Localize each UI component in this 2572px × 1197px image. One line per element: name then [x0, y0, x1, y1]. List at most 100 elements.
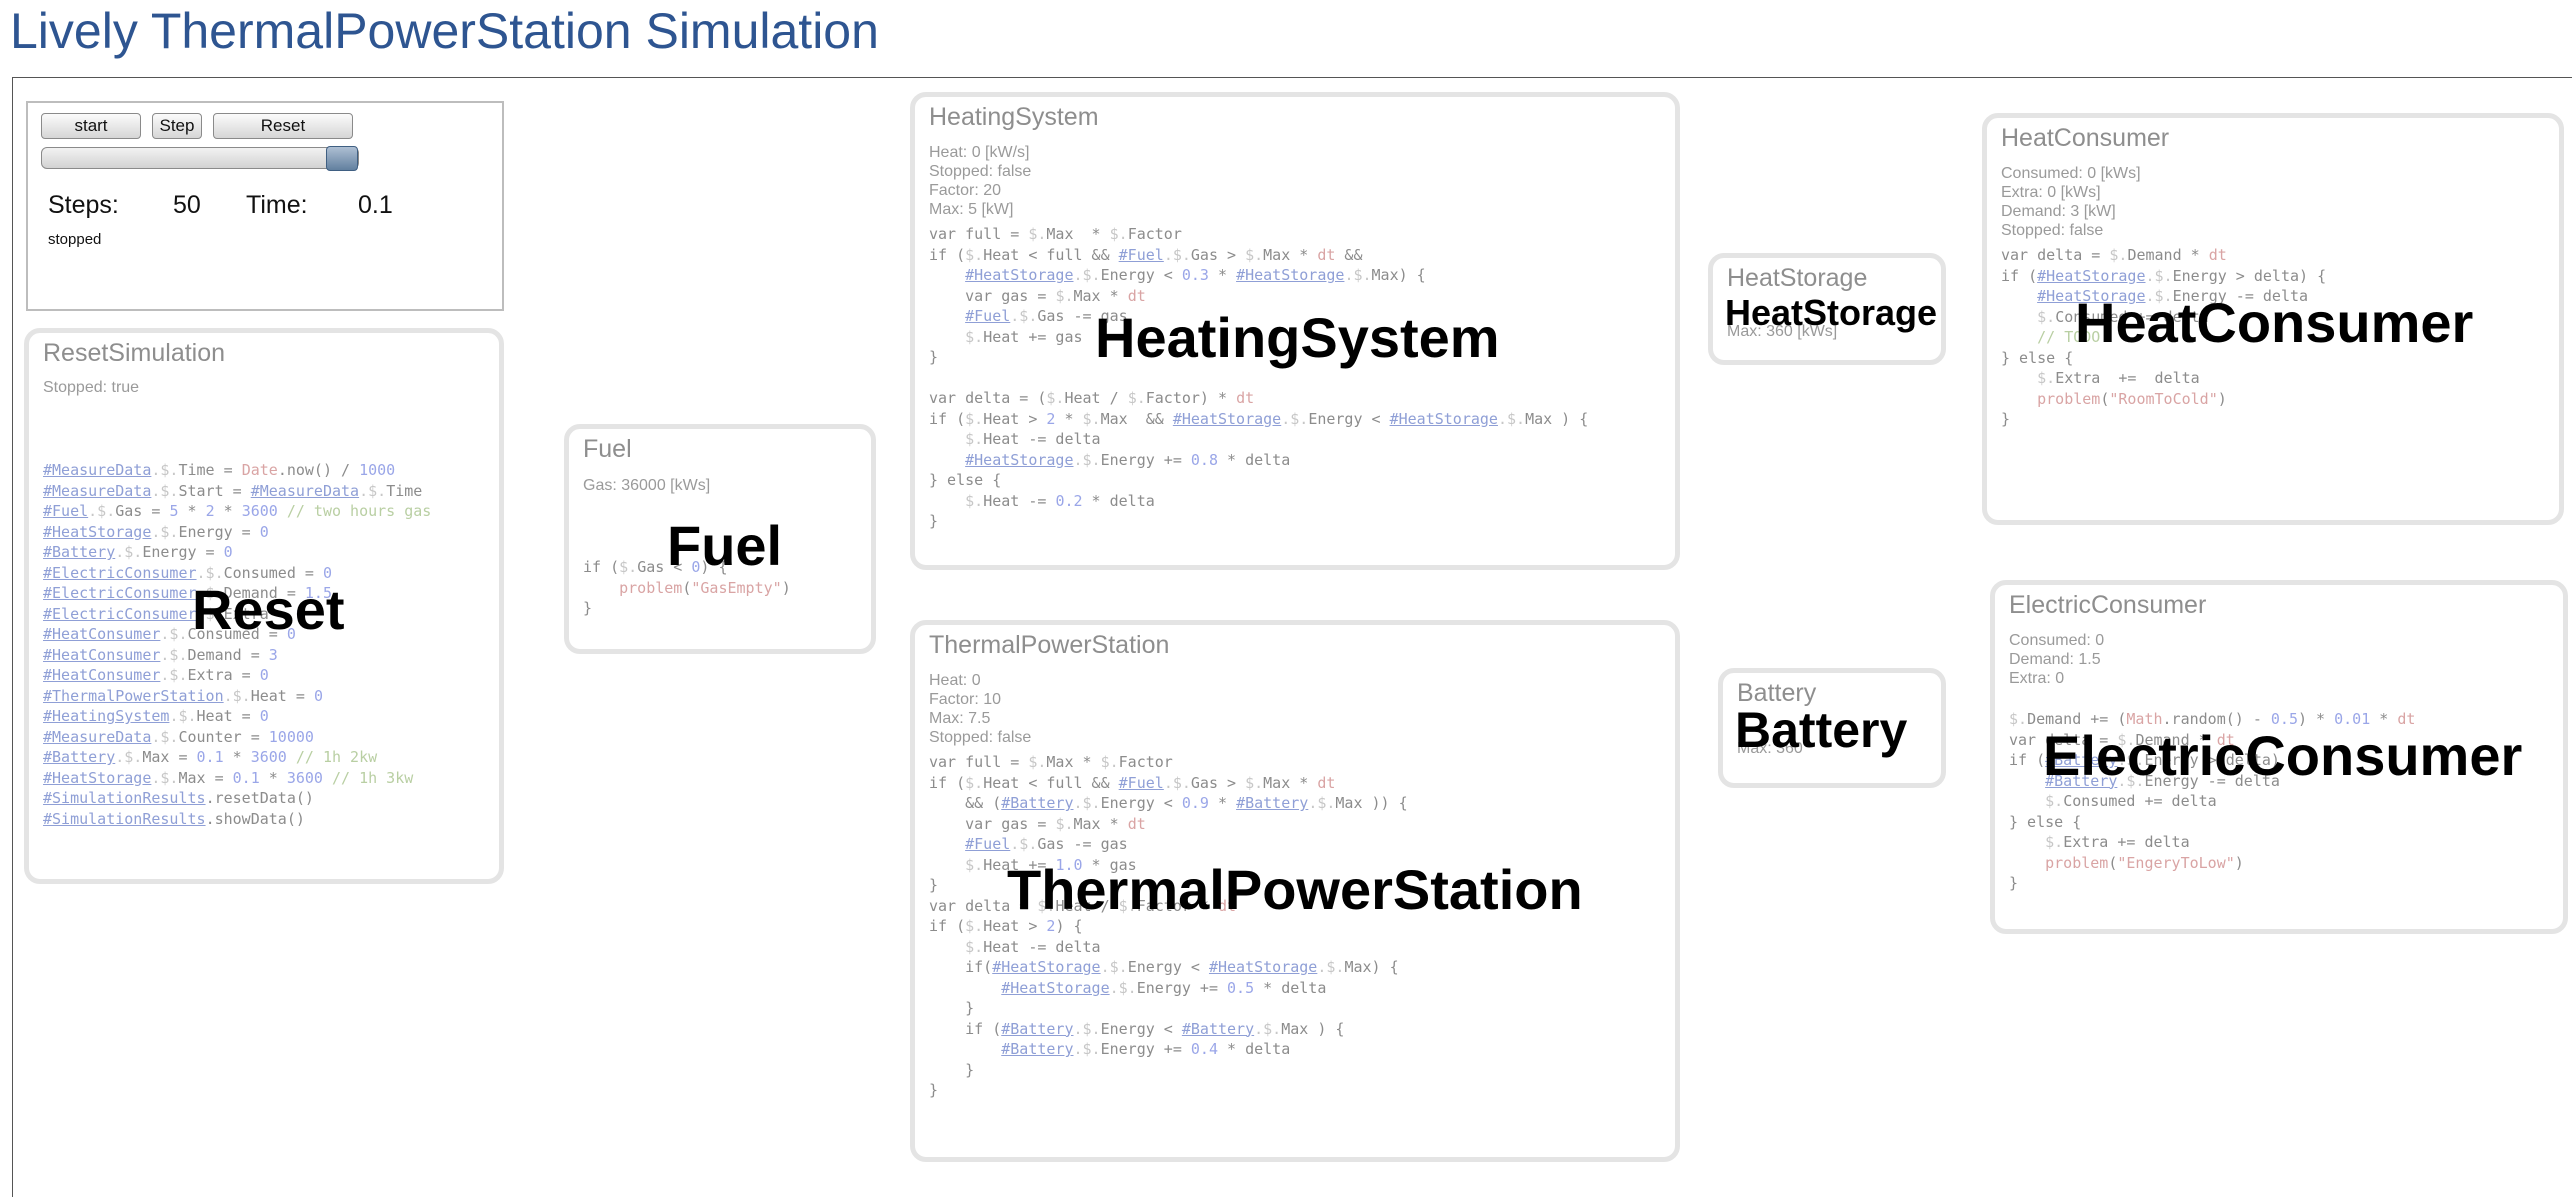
panel-code[interactable]: var delta = $.Demand * dt if (#HeatStora…	[2001, 245, 2326, 430]
code-line: if ($.Heat > 2 * $.Max && #HeatStorage.$…	[929, 409, 1589, 428]
panel-properties: Max: 360 [kWs]	[1727, 322, 1837, 341]
heat-storage-panel[interactable]: HeatStorage Max: 360 [kWs] HeatStorage	[1708, 253, 1946, 365]
panel-big-label: HeatStorage	[1725, 292, 1938, 333]
code-line: }	[929, 876, 939, 894]
code-line: #HeatingSystem.$.Heat = 0	[43, 707, 269, 725]
code-line: problem("RoomToCold")	[2037, 389, 2227, 408]
heating-system-panel[interactable]: HeatingSystem Heat: 0 [kW/s]Stopped: fal…	[910, 92, 1680, 570]
code-line: var gas = $.Max * dt	[929, 286, 1146, 305]
simulation-world	[12, 77, 2572, 1197]
code-line: if ($.Heat > 2) {	[929, 917, 1083, 935]
code-line: #ElectricConsumer.$.Extra = 0	[43, 604, 305, 623]
code-line: $.Heat -= 0.2 * delta	[965, 491, 1155, 510]
step-button[interactable]: Step	[152, 113, 202, 139]
panel-properties: Max: 360	[1737, 739, 1803, 758]
code-line: #ThermalPowerStation.$.Heat = 0	[43, 686, 323, 705]
speed-slider-knob[interactable]	[326, 146, 358, 171]
property-line: Demand: 3 [kW]	[2001, 203, 2116, 220]
code-line: // TODO	[2037, 328, 2101, 346]
code-line: #HeatConsumer.$.Extra = 0	[43, 666, 269, 684]
battery-panel[interactable]: Battery Max: 360 Battery	[1718, 668, 1946, 788]
code-line: } else {	[929, 471, 1002, 489]
code-line: if (#Battery.$.Energy > delta) {	[2009, 751, 2298, 769]
panel-properties: Consumed: 0 [kWs]Extra: 0 [kWs]Demand: 3…	[2001, 164, 2141, 240]
speed-slider-track[interactable]	[41, 147, 359, 169]
thermal-power-station-panel[interactable]: ThermalPowerStation Heat: 0 Factor: 10 Max…	[910, 620, 1680, 1162]
code-line: #MeasureData.$.Time = Date.now() / 1000	[43, 461, 396, 479]
code-line: if(#HeatStorage.$.Energy < #HeatStorage.…	[929, 958, 1399, 976]
code-line: #Fuel.$.Gas -= gas	[965, 307, 1128, 325]
property-line: Extra: 0 [kWs]	[2001, 184, 2101, 201]
reset-simulation-panel[interactable]: ResetSimulation Stopped: true #MeasureDa…	[24, 328, 504, 884]
code-line: var delta = ($.Heat / $.Factor) * dt	[929, 389, 1255, 407]
code-line: #Fuel.$.Gas -= gas	[965, 835, 1128, 853]
code-line: #HeatConsumer.$.Consumed = 0	[43, 625, 296, 643]
code-line: }	[2001, 410, 2011, 428]
panel-big-label: Fuel	[667, 514, 783, 577]
start-button[interactable]: start	[41, 113, 141, 139]
code-line: #HeatStorage.$.Energy -= delta	[2037, 287, 2309, 305]
code-line: var delta = $.Demand * dt	[2001, 246, 2227, 264]
property-line: Heat: 0 [kW/s]	[929, 144, 1030, 161]
property-line: Factor: 10	[929, 691, 1002, 708]
code-line: }	[2009, 874, 2019, 892]
run-status: stopped	[48, 231, 102, 248]
code-line: #HeatStorage.$.Energy += 0.8 * delta	[965, 450, 1291, 469]
code-line: $.Extra += delta	[2045, 833, 2190, 851]
property-line: Gas: 36000 [kWs]	[583, 477, 711, 494]
code-line: } else {	[2001, 348, 2074, 367]
code-line: problem("GasEmpty")	[619, 578, 791, 597]
code-line: if (#HeatStorage.$.Energy > delta) {	[2001, 266, 2327, 285]
time-label: Time:	[246, 191, 308, 219]
code-line: }	[929, 1081, 939, 1099]
code-line: && (#Battery.$.Energy < 0.9 * #Battery.$…	[929, 794, 1408, 812]
property-line: Max: 7.5	[929, 710, 991, 727]
panel-code[interactable]: if ($.Gas < 0) { problem("GasEmpty") }	[583, 557, 791, 619]
code-line: #Battery.$.Energy = 0	[43, 543, 233, 561]
reset-button[interactable]: Reset	[213, 113, 353, 139]
code-line: }	[583, 599, 593, 617]
code-line: }	[929, 512, 939, 530]
code-line: }	[929, 1060, 975, 1079]
code-line: if (#Battery.$.Energy < #Battery.$.Max )…	[929, 1019, 1345, 1038]
code-line: $.Heat += gas	[965, 327, 1083, 346]
code-line: #HeatConsumer.$.Demand = 3	[43, 645, 278, 664]
code-line: $.Heat += 1.0 * gas	[965, 855, 1137, 874]
panel-code[interactable]: $.Demand += (Math.random() - 0.5) * 0.01…	[2009, 709, 2415, 894]
code-line: #SimulationResults.showData()	[43, 809, 305, 828]
panel-code[interactable]: #MeasureData.$.Time = Date.now() / 1000 …	[43, 460, 431, 829]
code-line: #Fuel.$.Gas = 5 * 2 * 3600 // two hours …	[43, 502, 432, 520]
code-line: $.Extra += delta	[2037, 369, 2200, 387]
code-line: $.Consumed += delta	[2037, 307, 2209, 326]
code-line: #ElectricConsumer.$.Consumed = 0	[43, 563, 332, 582]
fuel-panel[interactable]: Fuel Gas: 36000 [kWs] if ($.Gas < 0) { p…	[564, 424, 876, 654]
code-line: var delta = $.Heat / $.Factor * dt	[929, 896, 1237, 915]
code-line: #ElectricConsumer.$.Demand = 1.5	[43, 584, 332, 602]
panel-properties: Gas: 36000 [kWs]	[583, 476, 710, 495]
property-line: Stopped: false	[2001, 222, 2104, 239]
property-line: Heat: 0	[929, 672, 981, 689]
panel-properties: Stopped: true	[43, 378, 139, 397]
steps-value: 50	[173, 191, 201, 219]
panel-title: ThermalPowerStation	[929, 631, 1170, 659]
panel-code[interactable]: var full = $.Max * $.Factor if ($.Heat <…	[929, 224, 1588, 532]
code-line: $.Demand += (Math.random() - 0.5) * 0.01…	[2009, 710, 2416, 728]
code-line: }	[929, 999, 975, 1017]
code-line: if ($.Heat < full && #Fuel.$.Gas > $.Max…	[929, 245, 1363, 264]
panel-big-label: HeatingSystem	[1095, 306, 1500, 369]
code-line: #HeatStorage.$.Energy < 0.3 * #HeatStora…	[965, 266, 1426, 284]
panel-big-label: ElectricConsumer	[2043, 724, 2523, 787]
panel-title: Battery	[1737, 679, 1817, 707]
code-line: }	[929, 348, 939, 366]
steps-label: Steps:	[48, 191, 119, 219]
panel-code[interactable]: var full = $.Max * $.Factor if ($.Heat <…	[929, 752, 1408, 1101]
simulation-control-panel: start Step Reset Steps: 50 Time: 0.1 sto…	[26, 101, 504, 311]
code-line: #Battery.$.Max = 0.1 * 3600 // 1h 2kw	[43, 748, 378, 766]
code-line: } else {	[2009, 812, 2082, 831]
code-line: #SimulationResults.resetData()	[43, 789, 314, 807]
heat-consumer-panel[interactable]: HeatConsumer Consumed: 0 [kWs]Extra: 0 […	[1982, 113, 2564, 525]
